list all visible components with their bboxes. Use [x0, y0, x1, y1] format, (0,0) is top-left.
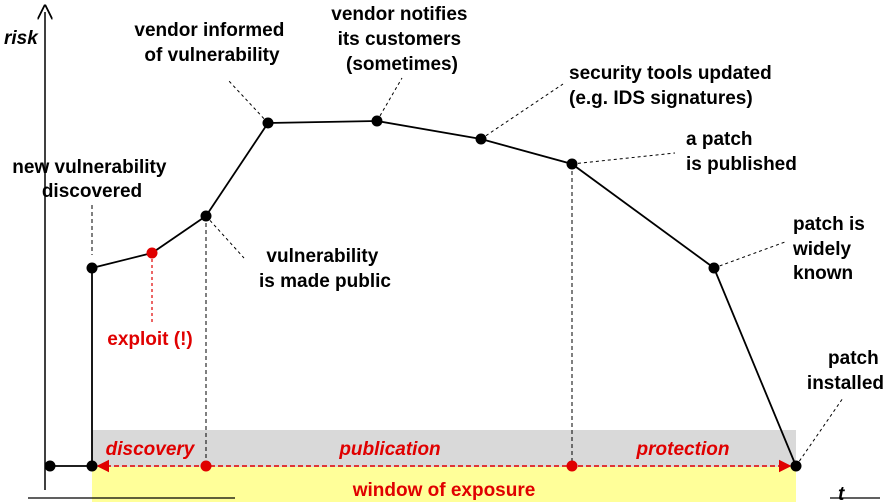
point-published-axis [566, 460, 578, 472]
leader-security-tools [480, 83, 564, 140]
label-patch-published: a patch is published [686, 129, 797, 175]
leader-vulnerability-public [205, 215, 245, 259]
label-vendor-notifies: vendor notifies its customers (sometimes… [331, 4, 472, 75]
leader-vendor-informed [227, 79, 269, 124]
label-patch-installed: patch installed [807, 348, 884, 394]
point-origin [44, 460, 56, 472]
point-patch-published [566, 158, 578, 170]
point-vendor-notifies [371, 115, 383, 127]
label-vulnerability-public: vulnerability is made public [259, 246, 391, 292]
point-patch-installed [790, 460, 802, 472]
window-of-exposure-label: window of exposure [352, 480, 536, 501]
label-new-vulnerability: new vulnerability discovered [12, 157, 171, 202]
leader-patch-published [571, 152, 676, 165]
label-security-tools: security tools updated (e.g. IDS signatu… [569, 63, 777, 109]
point-discovered [86, 262, 98, 274]
label-patch-known: patch is widely known [792, 214, 870, 284]
point-discovery-start [86, 460, 98, 472]
y-axis-label: risk [4, 28, 39, 49]
leader-vendor-notifies [376, 77, 403, 122]
phase-discovery: discovery [106, 439, 196, 460]
leader-patch-known [713, 241, 786, 269]
point-exploit [146, 247, 158, 259]
window-of-exposure-band [92, 467, 796, 502]
point-public [200, 210, 212, 222]
label-vendor-informed: vendor informed of vulnerability [134, 20, 289, 66]
point-patch-known [708, 262, 720, 274]
point-security-tools [475, 133, 487, 145]
phase-protection: protection [636, 439, 730, 460]
x-axis-label: t [838, 484, 845, 502]
leader-patch-installed [795, 397, 844, 467]
point-public-axis [200, 460, 212, 472]
phase-publication: publication [338, 439, 440, 460]
point-vendor-informed [262, 117, 274, 129]
label-exploit: exploit (!) [107, 329, 193, 350]
